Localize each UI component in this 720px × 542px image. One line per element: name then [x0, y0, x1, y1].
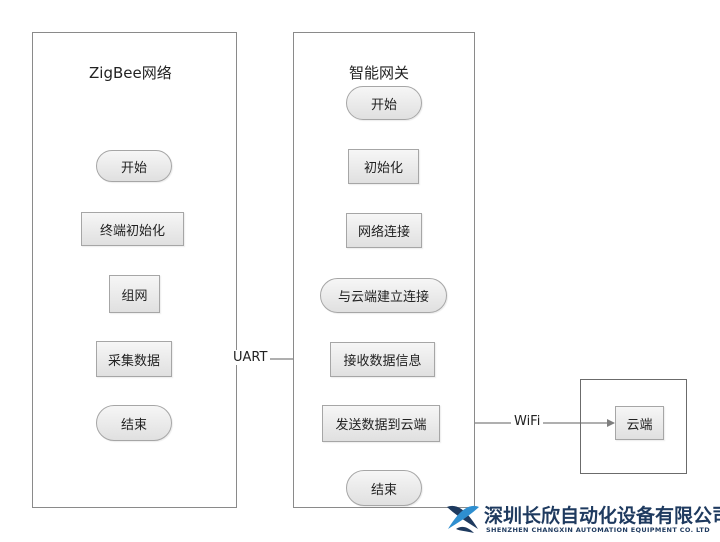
zigbee-collect-node: 采集数据 — [96, 341, 172, 377]
zigbee-lane-title: ZigBee网络 — [89, 64, 172, 82]
zigbee-start-node: 开始 — [96, 150, 172, 182]
company-logo-icon — [447, 505, 479, 533]
zigbee-init-node: 终端初始化 — [81, 212, 184, 246]
gateway-cloud-connect-node: 与云端建立连接 — [320, 278, 447, 313]
gateway-start-node: 开始 — [346, 86, 422, 120]
gateway-send-node: 发送数据到云端 — [322, 405, 440, 442]
company-name-en: SHENZHEN CHANGXIN AUTOMATION EQUIPMENT C… — [486, 526, 710, 534]
uart-label: UART — [230, 350, 271, 365]
company-name-cn: 深圳长欣自动化设备有限公司 — [484, 505, 720, 527]
cloud-container — [580, 379, 687, 474]
zigbee-network-node: 组网 — [109, 275, 160, 313]
gateway-receive-node: 接收数据信息 — [330, 342, 435, 377]
zigbee-end-node: 结束 — [96, 405, 172, 441]
gateway-lane-title: 智能网关 — [349, 64, 410, 82]
gateway-end-node: 结束 — [346, 470, 422, 506]
gateway-init-node: 初始化 — [348, 149, 419, 184]
wifi-label: WiFi — [511, 414, 544, 429]
gateway-connect-node: 网络连接 — [346, 213, 422, 248]
cloud-node: 云端 — [615, 406, 664, 440]
